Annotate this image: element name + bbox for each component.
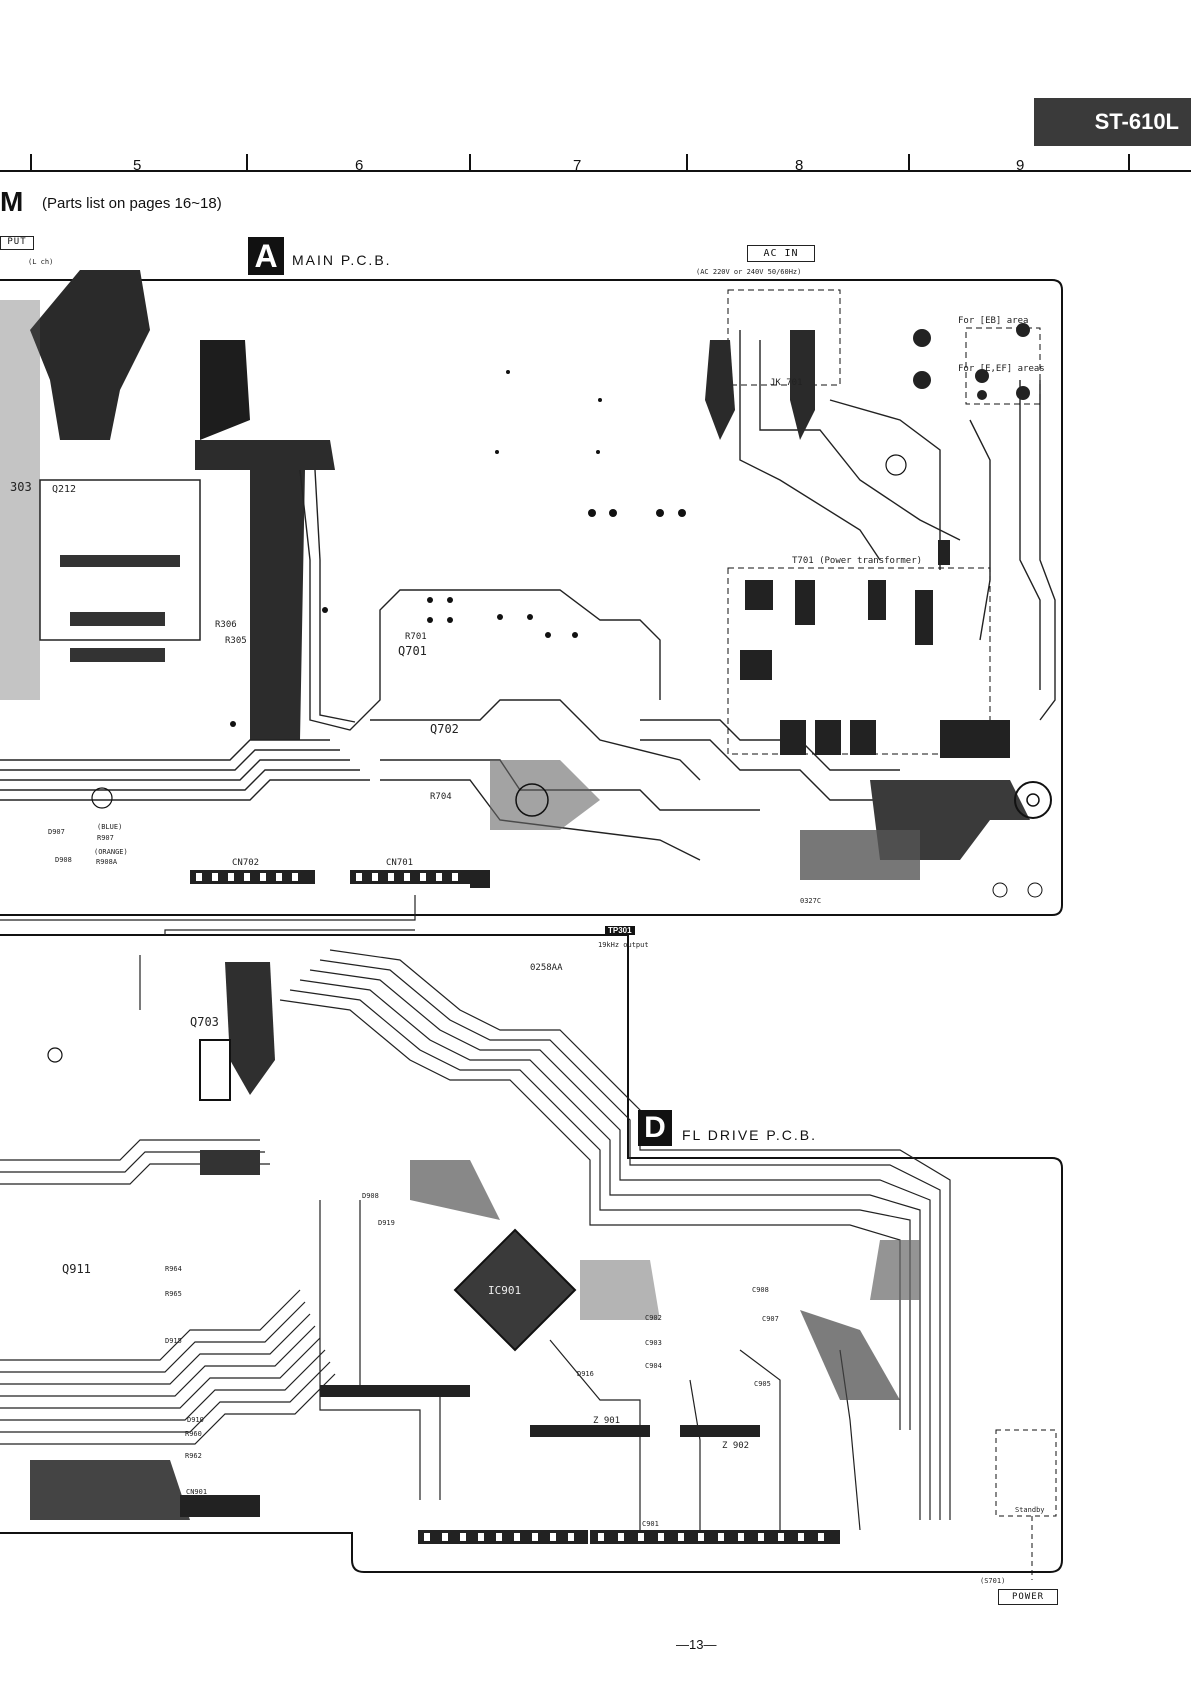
label-r305: R305	[225, 636, 247, 646]
standby-label: Standby	[1015, 1506, 1045, 1514]
main-board-code: 0327C	[800, 897, 822, 905]
label-r704: R704	[430, 792, 452, 802]
ruler-col-7: 7	[573, 157, 582, 174]
main-pcb-title: MAIN P.C.B.	[292, 252, 392, 268]
parts-list-note: (Parts list on pages 16~18)	[42, 195, 222, 212]
label-d908-fl: D908	[362, 1192, 379, 1200]
page-number: —13—	[676, 1637, 717, 1652]
ac-in-spec: (AC 220V or 240V 50/60Hz)	[696, 268, 802, 276]
label-q701: Q701	[398, 644, 427, 658]
label-r908a: R908A	[96, 858, 118, 866]
model-badge: ST-610L	[1034, 98, 1191, 146]
eb-area-note: For [EB] area	[958, 316, 1029, 326]
wire-color-orange: (ORANGE)	[94, 848, 128, 856]
label-q212: Q212	[52, 484, 77, 495]
label-c908: C908	[752, 1286, 769, 1294]
ruler-tick	[1128, 154, 1130, 172]
ruler-col-8: 8	[795, 157, 804, 174]
label-r962: R962	[185, 1452, 202, 1460]
label-d910: D910	[187, 1416, 204, 1424]
input-label: PUT	[0, 236, 34, 250]
label-c907: C907	[762, 1315, 779, 1323]
ruler-tick	[30, 154, 32, 172]
tp301-desc: 19kHz output	[598, 941, 649, 949]
label-c903: C903	[645, 1339, 662, 1347]
ruler-col-6: 6	[355, 157, 364, 174]
ruler-tick	[469, 154, 471, 172]
label-c904: C904	[645, 1362, 662, 1370]
label-d915: D915	[165, 1337, 182, 1345]
label-r306: R306	[215, 620, 237, 630]
ruler-tick	[246, 154, 248, 172]
ruler-tick	[908, 154, 910, 172]
label-d908: D908	[55, 856, 72, 864]
fl-pcb-title: FL DRIVE P.C.B.	[682, 1127, 818, 1143]
fl-board-code: 0258AA	[530, 963, 563, 973]
power-switch-label: POWER	[998, 1589, 1058, 1605]
model-number: ST-610L	[1094, 109, 1179, 134]
label-c901: C901	[642, 1520, 659, 1528]
label-cn701: CN701	[386, 858, 414, 868]
label-q702: Q702	[430, 722, 459, 736]
label-r965: R965	[165, 1290, 182, 1298]
label-r701: R701	[405, 632, 427, 642]
label-c902: C902	[645, 1314, 662, 1322]
ruler-tick	[686, 154, 688, 172]
label-r907: R907	[97, 834, 114, 842]
label-cn702: CN702	[232, 858, 260, 868]
diagram-heading-fragment: M	[0, 186, 24, 217]
label-cn901: CN901	[186, 1488, 208, 1496]
column-ruler	[0, 170, 1191, 172]
label-q303: 303	[10, 480, 32, 494]
s701-label: (S701)	[980, 1577, 1006, 1585]
jack-label: JK 701	[770, 378, 803, 388]
wire-color-blue: (BLUE)	[97, 823, 123, 831]
label-z902: Z 902	[722, 1441, 750, 1451]
tp301-label: TP301	[605, 926, 635, 935]
label-r960: R960	[185, 1430, 202, 1438]
label-q911: Q911	[62, 1262, 91, 1276]
ruler-col-5: 5	[133, 157, 142, 174]
label-d907: D907	[48, 828, 65, 836]
ac-in-label: AC IN	[747, 245, 815, 262]
ruler-col-9: 9	[1016, 157, 1025, 174]
main-pcb-letter: A	[248, 237, 284, 275]
lch-label: (L ch)	[28, 258, 54, 266]
e-ef-area-note: For [E,EF] areas	[958, 364, 1045, 374]
label-ic901: IC901	[488, 1284, 522, 1297]
label-z901: Z 901	[593, 1416, 621, 1426]
label-d919: D919	[378, 1219, 395, 1227]
label-r964: R964	[165, 1265, 182, 1273]
label-q703: Q703	[190, 1015, 219, 1029]
transformer-label: T701 (Power transformer)	[792, 556, 923, 566]
fl-pcb-letter: D	[638, 1110, 672, 1146]
label-c905: C905	[754, 1380, 771, 1388]
label-d916: D916	[577, 1370, 594, 1378]
